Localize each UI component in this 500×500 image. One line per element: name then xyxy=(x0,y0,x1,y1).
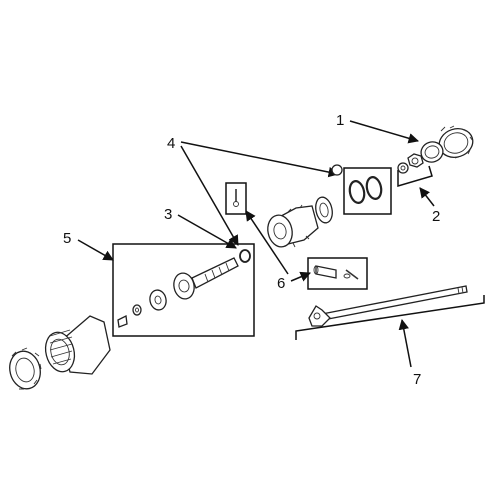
leader-3 xyxy=(177,214,237,249)
box-6-pin xyxy=(225,182,247,215)
leader-6a xyxy=(290,271,311,282)
box-5 xyxy=(112,243,255,337)
leader-4a xyxy=(180,141,340,178)
callout-7: 7 xyxy=(413,371,421,388)
part-6-pin xyxy=(233,189,239,207)
part-1-gasket xyxy=(420,141,444,163)
bracket-7 xyxy=(295,295,485,340)
callout-4: 4 xyxy=(167,135,175,152)
part-7-long-stem xyxy=(308,285,468,327)
part-3-o-ring xyxy=(239,249,251,263)
part-5-stem-assembly xyxy=(117,257,239,328)
part-2-packing-nut xyxy=(397,153,424,174)
part-faucet-body xyxy=(9,315,111,390)
callout-3: 3 xyxy=(164,206,172,223)
leader-5 xyxy=(77,239,114,261)
part-valve-bonnet xyxy=(267,164,343,248)
box-6-kit xyxy=(307,257,368,290)
leader-7 xyxy=(398,318,412,368)
bracket-2 xyxy=(397,165,433,188)
box-4 xyxy=(343,167,392,215)
leader-2 xyxy=(419,187,435,207)
callout-2: 2 xyxy=(432,208,440,225)
leader-6b xyxy=(245,210,289,275)
part-6-kit xyxy=(313,265,359,280)
callout-1: 1 xyxy=(336,112,344,129)
leader-1 xyxy=(349,120,420,144)
part-4-o-rings xyxy=(348,176,383,204)
callout-5: 5 xyxy=(63,230,71,247)
callout-6: 6 xyxy=(277,275,285,292)
leader-4b xyxy=(180,145,239,246)
